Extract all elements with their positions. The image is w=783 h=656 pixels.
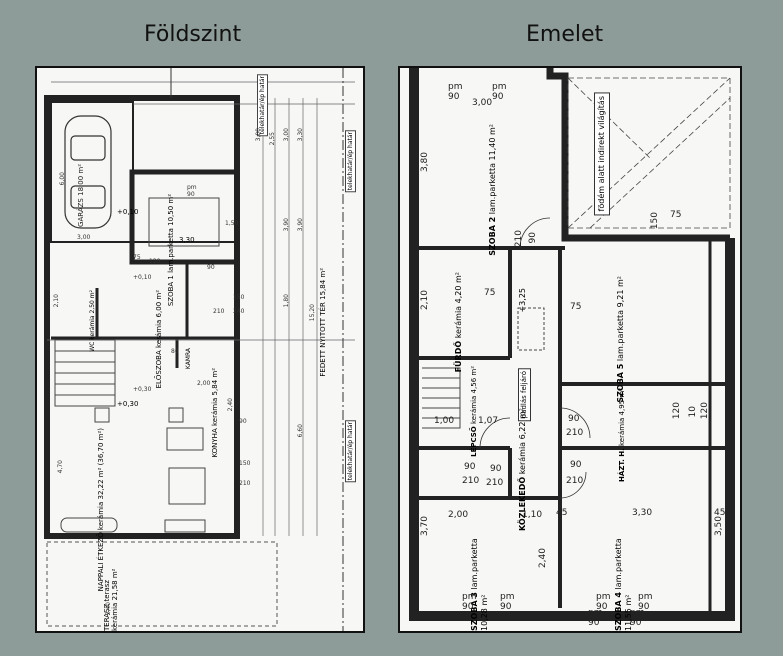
- covered-area-label: FEDETT NYITOTT TÉR 15,84 m²: [319, 268, 327, 377]
- boundary-label-3: telekhatár/ép határ: [345, 420, 356, 483]
- car-icon: [64, 115, 112, 229]
- upper-stairs: [422, 367, 461, 429]
- room5-label: SZOBA 5 lam.parketta 9,21 m²: [616, 276, 625, 403]
- boundary-label-2: telekhatár/ép határ: [345, 130, 356, 193]
- stairs-label: LÉPCSŐ kerámia 4,56 m²: [470, 366, 478, 457]
- ground-walls: [44, 95, 240, 539]
- room2-label: SZOBA 2 lam.parketta 11,40 m²: [488, 124, 497, 256]
- door-swings: [479, 217, 591, 499]
- wc-label: WC kerámia 2,50 m²: [89, 290, 96, 352]
- room3-label: SZOBA 3 lam.parketta 10,28 m²: [470, 538, 489, 631]
- upper-level: +3,25: [518, 288, 527, 313]
- ceiling-note: födém alatt indirekt világítás: [594, 92, 610, 216]
- ground-dimension-lines: [47, 81, 355, 536]
- upper-floor-heading: Emelet: [526, 22, 604, 47]
- boundary-label-1: telekhatár/ép határ: [257, 74, 268, 137]
- ground-furniture: [60, 197, 220, 533]
- garage-level: +0,10: [117, 208, 139, 216]
- pantry-label: KAMRA: [185, 348, 192, 370]
- ground-floor-heading: Földszint: [144, 22, 242, 47]
- terrace-label: TERASZ terasz kerámia 21,58 m²: [103, 568, 119, 631]
- living-level: +0,30: [117, 400, 139, 408]
- attic-hatch: [517, 307, 545, 351]
- room1-label: SZOBA 1 lam.parketta 10,50 m²: [167, 194, 175, 307]
- ground-floor-plan: GARÁZS 18,00 m² +0,10 SZOBA 1 lam.parket…: [35, 66, 365, 633]
- kitchen-label: KONYHA kerámia 5,84 m²: [211, 368, 219, 458]
- upper-walls: [409, 68, 735, 621]
- ground-stairs: [54, 339, 116, 407]
- room1-width: 3,30: [179, 236, 195, 244]
- upper-floor-plan: SZOBA 2 lam.parketta 11,40 m² födém alat…: [398, 66, 742, 633]
- terrace-outline: [46, 541, 278, 627]
- roof-void: [567, 77, 731, 229]
- utility-label: HÁZT. H. kerámia 4,95 m²: [618, 388, 626, 482]
- bath-label: FÜRDŐ kerámia 4,20 m²: [454, 272, 463, 373]
- garage-label: GARÁZS 18,00 m²: [77, 164, 85, 227]
- hall-label: ELŐSZOBA kerámia 6,00 m²: [155, 290, 163, 389]
